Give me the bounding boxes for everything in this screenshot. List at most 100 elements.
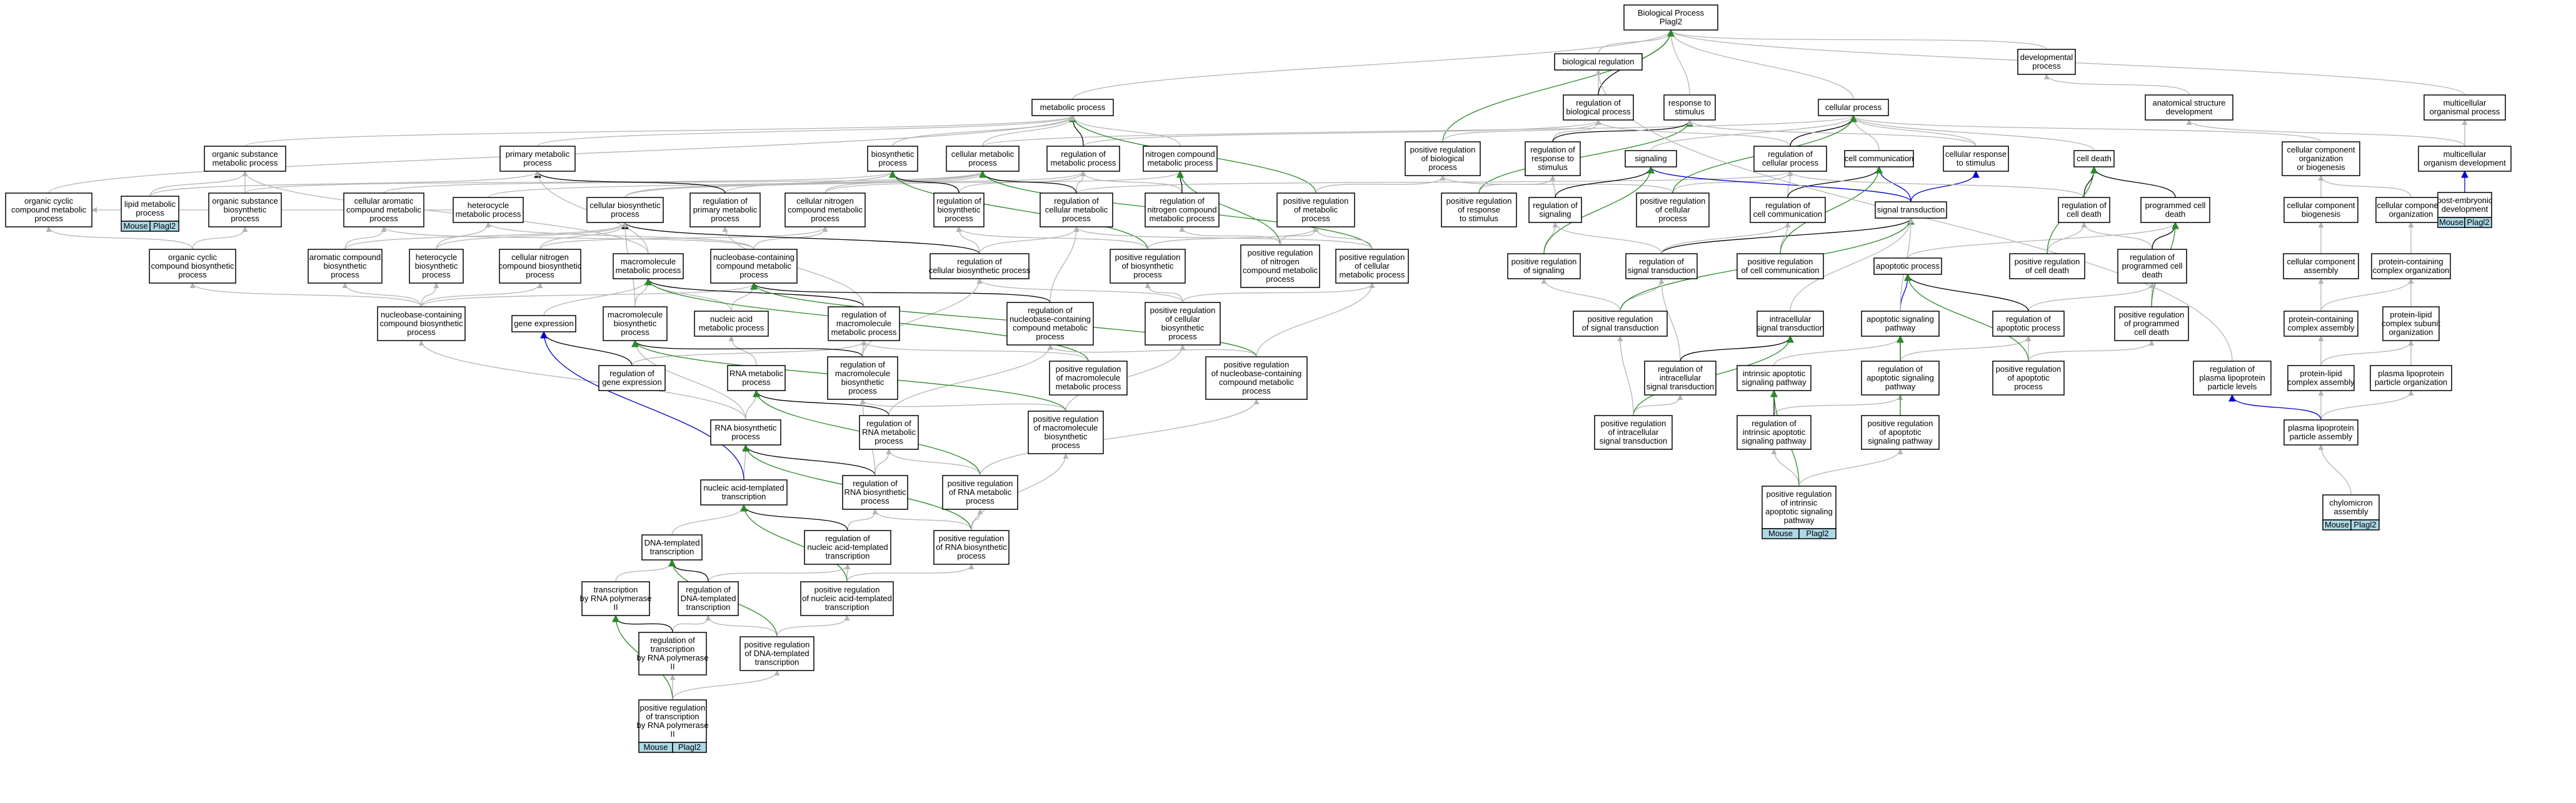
go-term-node-celldeath[interactable]: cell death [2073,150,2115,167]
go-term-node-cellcomm[interactable]: cell communication [1844,150,1914,167]
badge-organism[interactable]: Mouse [638,742,673,753]
go-term-node-bioreg[interactable]: biological regulation [1554,53,1643,71]
badge-organism[interactable]: Mouse [121,221,151,232]
badge-gene[interactable]: Plagl2 [672,742,707,753]
badge-gene[interactable]: Plagl2 [2350,519,2380,531]
go-term-node-cellproc[interactable]: cellular process [1818,99,1889,116]
go-term-node-geneexp[interactable]: gene expression [511,315,576,332]
badge-organism[interactable]: Mouse [2437,217,2465,228]
go-term-node-regmacrobio[interactable]: regulation ofmacromoleculebiosyntheticpr… [827,356,898,400]
badge-gene[interactable]: Plagl2 [149,221,179,232]
badge-organism[interactable]: Mouse [2322,519,2352,531]
go-term-node-sigtrans[interactable]: signal transduction [1875,201,1947,219]
go-term-node-metab[interactable]: metabolic process [1031,99,1114,116]
go-term-node-signaling[interactable]: signaling [1625,150,1677,167]
go-term-node-apop[interactable]: apoptotic process [1873,257,1942,275]
go-term-node-regnucbase[interactable]: regulation ofnucleobase-containingcompou… [1006,302,1094,346]
badge-organism[interactable]: Mouse [1762,528,1800,539]
